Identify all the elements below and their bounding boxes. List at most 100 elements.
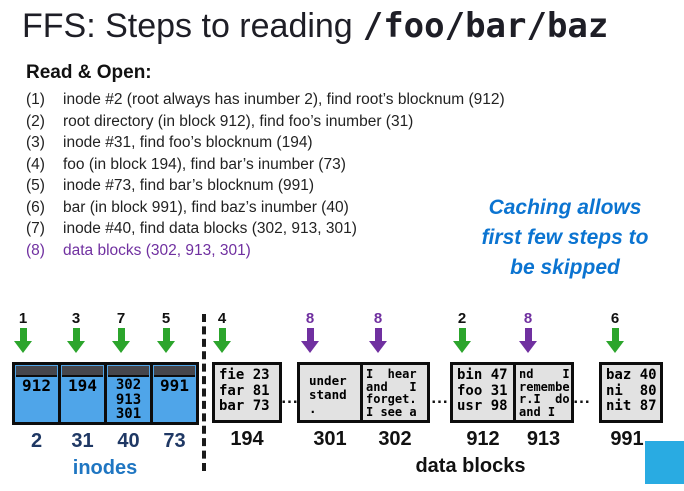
arrow-down-icon: [458, 328, 466, 341]
inodes-section-label: inodes: [72, 457, 138, 479]
blocknum-label: 301: [313, 428, 347, 450]
data-block-content: nd I remembe r.I do and I: [519, 367, 570, 419]
title-text: FFS: Steps to reading: [22, 7, 353, 45]
data-block-912: bin 47 foo 31 usr 98: [450, 362, 516, 423]
data-block-content: fie 23 far 81 bar 73: [219, 367, 270, 414]
arrow-down-icon: [218, 328, 226, 341]
data-block-content: baz 40 ni 80 nit 87: [606, 367, 657, 414]
inode-header: [16, 366, 57, 377]
arrow-down-icon: [453, 341, 471, 353]
step-text: foo (in block 194), find bar’s inumber (…: [63, 155, 346, 173]
blocknum-label: 912: [466, 428, 500, 450]
arrow-step-6: 6: [603, 311, 627, 353]
ellipsis: ...: [573, 388, 591, 407]
arrow-label: 6: [610, 310, 620, 327]
step-number: (4): [26, 155, 45, 173]
arrow-label: 3: [71, 310, 81, 327]
inode-content: 991: [160, 376, 189, 395]
arrow-down-icon: [374, 328, 382, 341]
step-8: (8) data blocks (302, 913, 301): [26, 240, 456, 262]
arrow-label: 5: [161, 310, 171, 327]
data-block-301: under stand .: [297, 362, 363, 423]
dashed-separator: [202, 314, 206, 471]
inode-content: 912: [22, 376, 51, 395]
data-block-302: I hear and I forget. I see a: [360, 362, 430, 423]
blocknum-label: 302: [378, 428, 412, 450]
arrow-down-icon: [117, 328, 125, 341]
step-1: (1) inode #2 (root always has inumber 2)…: [26, 89, 505, 111]
step-number: (1): [26, 91, 45, 108]
data-block-content: I hear and I forget. I see a: [366, 367, 417, 419]
step-number: (5): [26, 177, 45, 194]
arrow-step-8-block913: 8: [516, 311, 540, 353]
blocknum-label: 991: [610, 428, 644, 450]
corner-square: [645, 441, 684, 484]
arrow-step-7: 7: [109, 311, 133, 353]
arrow-down-icon: [72, 328, 80, 341]
step-6: (6) bar (in block 991), find baz’s inumb…: [26, 197, 456, 219]
arrow-down-icon: [19, 328, 27, 341]
arrow-label: 1: [18, 310, 28, 327]
step-number: (8): [26, 241, 45, 259]
inode-header: [108, 366, 149, 377]
ellipsis: ...: [431, 388, 449, 407]
step-number: (2): [26, 112, 45, 130]
step-text: inode #73, find bar’s blocknum (991): [63, 177, 315, 194]
data-block-content: under stand .: [309, 373, 347, 416]
title-path-mono: /foo/bar/baz: [362, 6, 609, 46]
arrow-label: 8: [523, 310, 533, 327]
arrow-label: 4: [217, 310, 227, 327]
arrow-step-4: 4: [210, 311, 234, 353]
data-block-194: fie 23 far 81 bar 73: [212, 362, 282, 423]
arrow-step-5: 5: [154, 311, 178, 353]
inode-box-2: 912: [12, 362, 61, 425]
inode-header: [154, 366, 195, 377]
inode-box-31: 194: [58, 362, 107, 425]
step-text: root directory (in block 912), find foo’…: [63, 112, 414, 130]
step-number: (7): [26, 220, 45, 237]
step-text: data blocks (302, 913, 301): [63, 241, 251, 259]
arrow-down-icon: [14, 341, 32, 353]
arrow-down-icon: [213, 341, 231, 353]
inumber-label: 73: [163, 430, 186, 452]
ellipsis: ...: [281, 388, 299, 407]
data-block-content: bin 47 foo 31 usr 98: [457, 367, 508, 414]
inumber-label: 40: [117, 430, 140, 452]
arrow-step-1: 1: [11, 311, 35, 353]
step-text: inode #2 (root always has inumber 2), fi…: [63, 91, 505, 108]
inumber-label: 31: [71, 430, 94, 452]
blocknum-label: 913: [526, 428, 561, 450]
arrow-down-icon: [112, 341, 130, 353]
step-text: bar (in block 991), find baz’s inumber (…: [63, 198, 349, 216]
step-number: (3): [26, 134, 45, 151]
arrow-label: 8: [373, 310, 383, 327]
arrow-down-icon: [519, 341, 537, 353]
read-open-heading: Read & Open:: [26, 62, 152, 83]
inode-header: [62, 366, 103, 377]
step-2: (2) root directory (in block 912), find …: [26, 111, 456, 133]
inode-box-40: 302 913 301: [104, 362, 153, 425]
inode-box-73: 991: [150, 362, 199, 425]
arrow-step-3: 3: [64, 311, 88, 353]
arrow-down-icon: [67, 341, 85, 353]
step-3: (3) inode #31, find foo’s blocknum (194): [26, 132, 456, 154]
arrow-down-icon: [301, 341, 319, 353]
data-blocks-section-label: data blocks: [415, 455, 526, 477]
arrow-down-icon: [524, 328, 532, 341]
arrow-down-icon: [611, 328, 619, 341]
arrow-step-8-block302: 8: [366, 311, 390, 353]
step-5: (5) inode #73, find bar’s blocknum (991): [26, 175, 456, 197]
step-text: inode #40, find data blocks (302, 913, 3…: [63, 220, 357, 237]
data-block-991: baz 40 ni 80 nit 87: [599, 362, 663, 423]
arrow-down-icon: [162, 328, 170, 341]
arrow-down-icon: [606, 341, 624, 353]
arrow-down-icon: [306, 328, 314, 341]
step-number: (6): [26, 198, 45, 216]
page-title: FFS: Steps to reading/foo/bar/baz: [22, 6, 677, 46]
arrow-label: 2: [457, 310, 467, 327]
read-open-section: Read & Open: (1) inode #2 (root always h…: [26, 62, 505, 262]
caching-note: Caching allows first few steps to be ski…: [481, 196, 649, 279]
step-7: (7) inode #40, find data blocks (302, 91…: [26, 218, 456, 240]
inumber-label: 2: [30, 430, 43, 452]
